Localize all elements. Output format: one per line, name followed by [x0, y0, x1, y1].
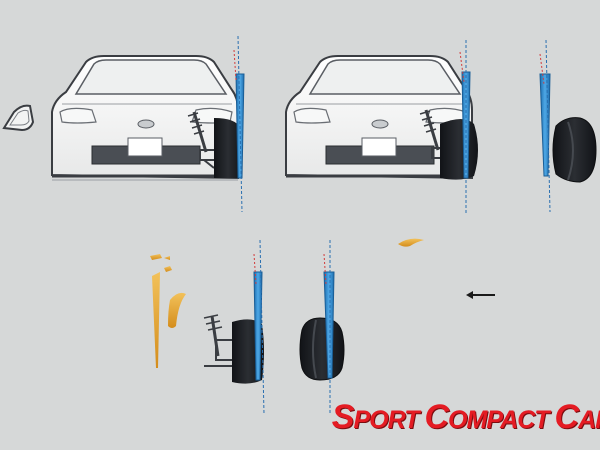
camber-indicator — [233, 35, 245, 213]
logo-word-sport: SPORT — [331, 397, 420, 436]
camber-indicator — [323, 240, 335, 414]
tire-icon — [440, 119, 478, 180]
camber-indicator — [459, 40, 471, 214]
arrow-left-icon — [466, 291, 495, 299]
camber-indicator — [539, 39, 551, 213]
car-front-icon — [51, 55, 239, 180]
orange-part — [150, 238, 424, 368]
tire-icon — [552, 117, 597, 183]
logo-word-car: CAR — [554, 397, 600, 436]
logo-word-compact: COMPACT — [424, 397, 549, 436]
car-front-icon — [285, 55, 473, 180]
tire-icon — [299, 317, 345, 381]
tire-icon — [214, 118, 242, 178]
side-mirror-icon — [2, 104, 35, 132]
magazine-logo: SPORT COMPACT CAR — [332, 392, 600, 442]
camber-indicator — [253, 239, 265, 415]
